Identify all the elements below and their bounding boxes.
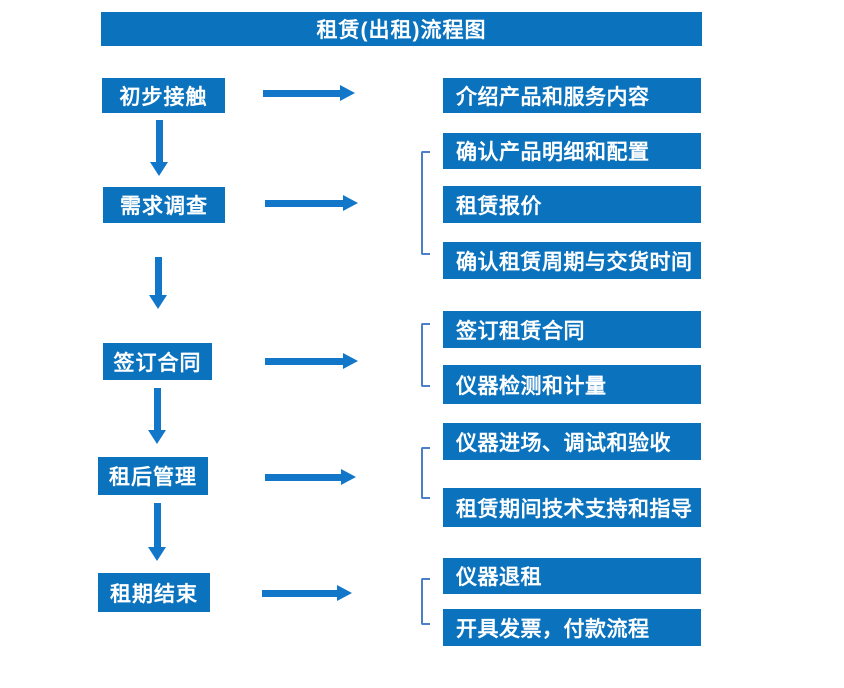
right-arrow-stem: [262, 589, 337, 597]
stage-box-initial-contact: 初步接触: [102, 78, 225, 113]
right-arrow-stem: [263, 89, 340, 97]
down-arrow-stem: [155, 120, 163, 162]
detail-box-instrument-setup-acceptance: 仪器进场、调试和验收: [443, 423, 701, 460]
right-arrow-head: [343, 353, 358, 369]
stage-box-sign-contract: 签订合同: [103, 343, 212, 380]
diagram-title: 租赁(出租)流程图: [101, 12, 702, 46]
right-arrow: [262, 585, 352, 601]
down-arrow: [148, 388, 166, 444]
right-arrow-head: [343, 195, 358, 211]
down-arrow-head: [148, 547, 166, 561]
detail-box-instrument-return: 仪器退租: [443, 558, 701, 594]
group-bracket: [421, 323, 430, 387]
down-arrow-stem: [153, 388, 161, 430]
detail-box-confirm-product-details: 确认产品明细和配置: [443, 133, 701, 169]
right-arrow-head: [340, 85, 355, 101]
detail-box-invoice-payment-process: 开具发票，付款流程: [443, 609, 701, 646]
down-arrow-head: [150, 162, 168, 176]
right-arrow: [265, 469, 356, 485]
detail-box-introduce-products-services: 介绍产品和服务内容: [443, 78, 701, 113]
detail-box-rental-quotation: 租赁报价: [443, 186, 701, 223]
right-arrow: [265, 195, 358, 211]
detail-box-confirm-rental-period-delivery: 确认租赁周期与交货时间: [443, 242, 701, 279]
group-bracket: [421, 578, 430, 625]
detail-box-instrument-testing-metering: 仪器检测和计量: [443, 365, 701, 404]
right-arrow-stem: [265, 473, 341, 481]
group-bracket: [421, 151, 430, 255]
down-arrow-stem: [154, 257, 162, 295]
stage-box-post-rental-management: 租后管理: [98, 457, 208, 495]
right-arrow: [263, 85, 355, 101]
down-arrow-head: [149, 295, 167, 309]
right-arrow: [265, 353, 358, 369]
down-arrow-head: [148, 430, 166, 444]
right-arrow-head: [341, 469, 356, 485]
detail-box-sign-rental-contract: 签订租赁合同: [443, 311, 701, 348]
down-arrow: [149, 257, 167, 309]
down-arrow-stem: [153, 503, 161, 547]
stage-box-rental-end: 租期结束: [98, 573, 210, 612]
right-arrow-stem: [265, 357, 343, 365]
detail-box-technical-support-guidance: 租赁期间技术支持和指导: [443, 488, 701, 527]
right-arrow-stem: [265, 199, 343, 207]
group-bracket: [421, 447, 430, 499]
down-arrow: [148, 503, 166, 561]
stage-box-needs-survey: 需求调查: [103, 187, 225, 223]
right-arrow-head: [337, 585, 352, 601]
down-arrow: [150, 120, 168, 176]
